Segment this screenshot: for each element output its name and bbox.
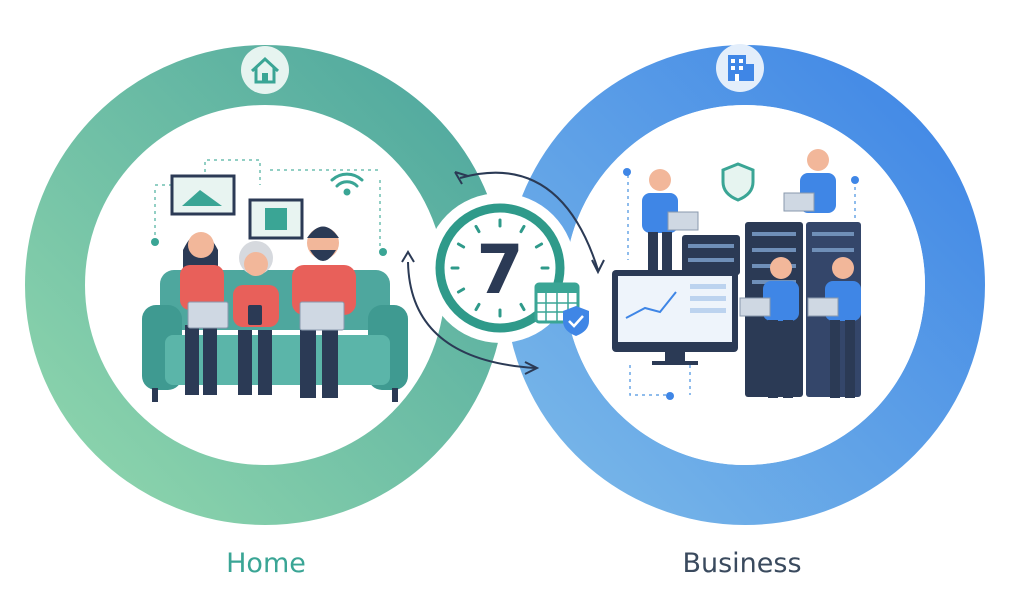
person-worker — [739, 257, 799, 398]
clock-tick — [519, 224, 526, 234]
clock-tick — [456, 242, 466, 249]
home-scene — [142, 159, 408, 402]
home-label: Home — [226, 548, 306, 579]
picture-frame — [170, 174, 236, 216]
clock-tick — [474, 224, 481, 234]
clock-tick — [456, 287, 466, 294]
shield-check-icon — [563, 306, 589, 336]
business-scene — [612, 149, 861, 400]
person-woman — [180, 232, 229, 395]
person-man — [292, 226, 356, 398]
person-grandmother — [233, 241, 279, 395]
building-icon — [716, 44, 764, 92]
person-worker — [642, 169, 699, 270]
cycle-arrows-icon — [401, 171, 605, 375]
person-worker — [783, 149, 836, 213]
monitor — [612, 270, 738, 365]
shield-icon — [721, 162, 755, 202]
picture-frame — [248, 198, 304, 240]
clock-tick — [519, 302, 526, 312]
clock-number: 7 — [476, 231, 523, 310]
clock-tick — [474, 302, 481, 312]
wifi-icon — [330, 172, 364, 196]
home-icon — [241, 46, 289, 94]
person-worker — [807, 257, 861, 398]
clock-tick — [534, 242, 544, 249]
business-label: Business — [682, 548, 802, 579]
